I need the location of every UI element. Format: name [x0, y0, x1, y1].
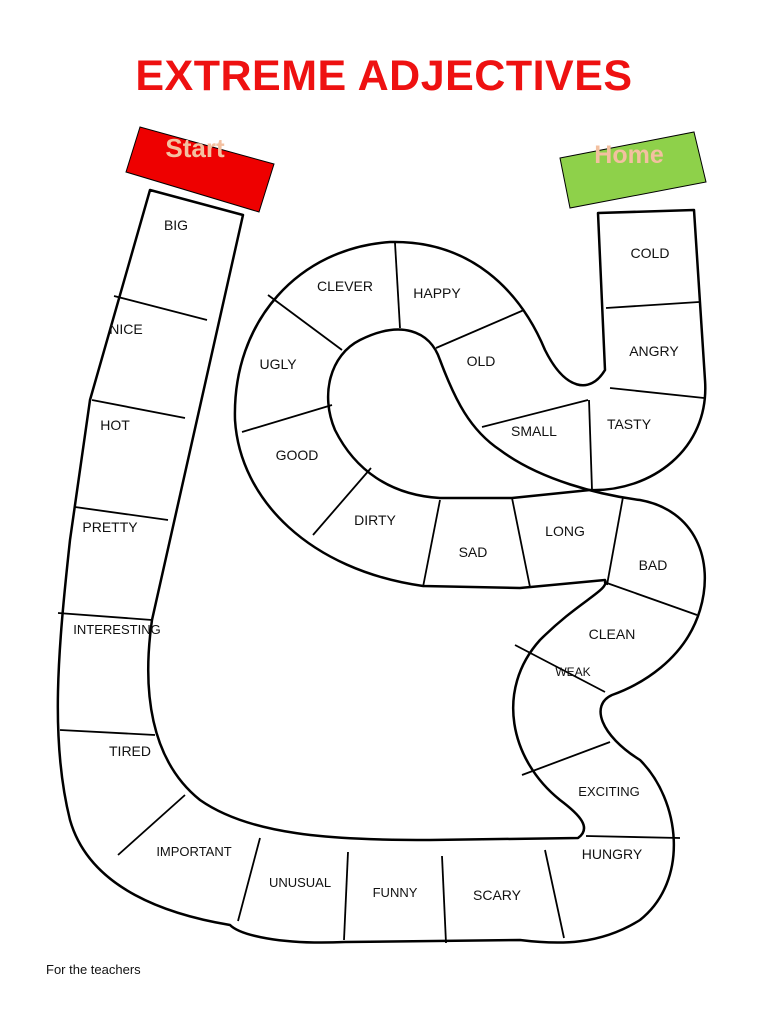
divider [603, 581, 698, 616]
divider [435, 309, 525, 349]
divider [343, 851, 349, 941]
start-badge-box [125, 126, 275, 213]
divider [521, 741, 611, 776]
divider [441, 855, 447, 944]
divider [544, 849, 565, 939]
square-label-tasty: TASTY [607, 416, 652, 432]
square-label-long: LONG [545, 523, 585, 539]
footer-note: For the teachers [46, 962, 141, 977]
divider [422, 499, 441, 588]
divider [481, 399, 589, 428]
square-label-unusual: UNUSUAL [269, 875, 331, 890]
divider [113, 295, 208, 321]
square-label-nice: NICE [109, 321, 142, 337]
square-label-pretty: PRETTY [82, 519, 138, 535]
square-label-ugly: UGLY [259, 356, 297, 372]
square-label-small: SMALL [511, 423, 557, 439]
home-badge-box [559, 131, 707, 209]
home-badge: Home [559, 131, 707, 209]
square-label-dirty: DIRTY [354, 512, 396, 528]
divider [241, 404, 333, 433]
track-outline [56, 188, 707, 944]
square-label-clever: CLEVER [317, 278, 373, 294]
divider [588, 399, 593, 491]
start-label: Start [165, 133, 225, 163]
divider [605, 301, 700, 309]
home-label: Home [594, 141, 664, 169]
square-label-good: GOOD [276, 447, 319, 463]
square-label-old: OLD [467, 353, 496, 369]
divider [585, 835, 681, 839]
divider [74, 506, 169, 521]
square-label-sad: SAD [459, 544, 488, 560]
square-label-hungry: HUNGRY [582, 846, 643, 862]
square-label-exciting: EXCITING [578, 784, 639, 799]
divider [117, 794, 186, 856]
divider [267, 294, 343, 351]
divider [312, 467, 372, 536]
divider [514, 644, 606, 693]
divider [59, 729, 156, 736]
square-dividers [57, 242, 705, 944]
divider [609, 387, 705, 399]
square-label-big: BIG [164, 217, 188, 233]
square-label-funny: FUNNY [373, 885, 418, 900]
square-label-happy: HAPPY [413, 285, 461, 301]
start-badge: Start [125, 126, 275, 213]
square-label-scary: SCARY [473, 887, 522, 903]
divider [394, 242, 401, 329]
square-label-cold: COLD [631, 245, 670, 261]
divider [57, 612, 153, 621]
square-label-tired: TIRED [109, 743, 151, 759]
square-label-clean: CLEAN [589, 626, 636, 642]
square-label-interesting: INTERESTING [73, 622, 160, 637]
divider [237, 837, 261, 922]
divider [511, 497, 531, 588]
square-label-hot: HOT [100, 417, 130, 433]
square-label-weak: WEAK [555, 665, 590, 679]
divider [91, 399, 186, 419]
page-title: EXTREME ADJECTIVES [135, 52, 633, 100]
divider [606, 496, 624, 586]
square-label-bad: BAD [639, 557, 668, 573]
square-label-important: IMPORTANT [156, 844, 231, 859]
square-label-angry: ANGRY [629, 343, 679, 359]
square-labels: BIG NICE HOT PRETTY INTERESTING TIRED IM… [73, 217, 679, 903]
